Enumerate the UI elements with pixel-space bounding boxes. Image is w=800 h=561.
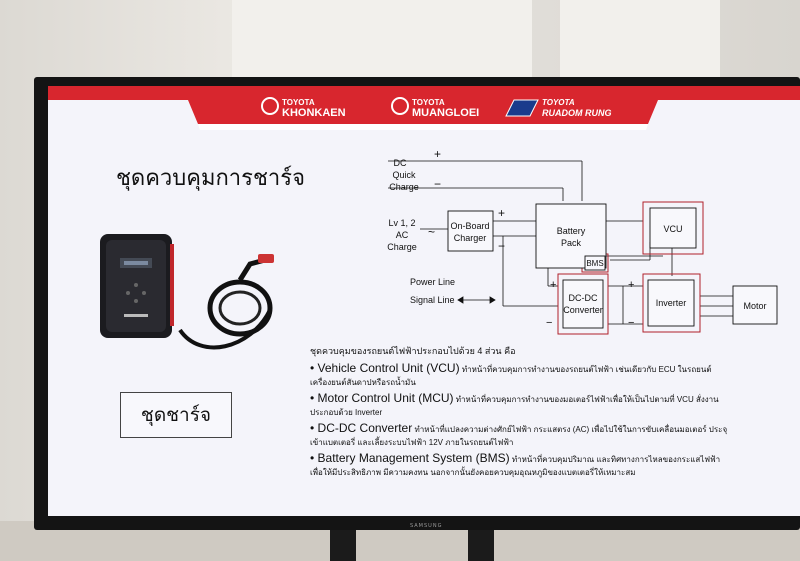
tv-brand: SAMSUNG bbox=[410, 523, 443, 529]
dc-quick-label: Charge bbox=[389, 182, 419, 192]
ac-charge-label: Lv 1, 2 bbox=[388, 218, 415, 228]
minus-sign: − bbox=[434, 177, 441, 191]
signal-line-label: Signal Line bbox=[410, 295, 455, 305]
plus-sign: + bbox=[434, 147, 441, 161]
minus-sign: − bbox=[628, 317, 634, 329]
ac-charge-label: AC bbox=[396, 230, 409, 240]
dc-quick-label: DC bbox=[394, 158, 407, 168]
dcdc-label: Converter bbox=[563, 305, 603, 315]
minus-sign: − bbox=[546, 317, 552, 329]
slide-title: ชุดควบคุมการชาร์จ bbox=[116, 166, 305, 191]
charger-caption-box: ชุดชาร์จ bbox=[120, 392, 232, 438]
battery-pack-label: Battery bbox=[557, 226, 586, 236]
description-block: ชุดควบคุมของรถยนต์ไฟฟ้าประกอบไปด้วย 4 ส่… bbox=[310, 344, 790, 481]
onboard-charger-label: Charger bbox=[454, 233, 487, 243]
header-banner bbox=[48, 86, 800, 130]
plus-sign: + bbox=[550, 279, 556, 291]
motor-label: Motor bbox=[743, 301, 766, 311]
onboard-charger-label: On-Board bbox=[450, 221, 489, 231]
ac-tilde: ~ bbox=[428, 225, 435, 239]
vcu-label: VCU bbox=[663, 224, 682, 234]
dcdc-label: DC-DC bbox=[569, 293, 598, 303]
wall-panel bbox=[232, 0, 532, 90]
description-item: • Motor Control Unit (MCU) ทำหน้าที่ควบค… bbox=[310, 391, 719, 417]
inverter-label: Inverter bbox=[656, 298, 687, 308]
dc-quick-label: Quick bbox=[392, 170, 416, 180]
power-line-label: Power Line bbox=[410, 277, 455, 287]
plus-sign: + bbox=[628, 279, 634, 291]
battery-pack-label: Pack bbox=[561, 238, 582, 248]
ac-charge-label: Charge bbox=[387, 242, 417, 252]
description-item: • DC-DC Converter ทำหน้าที่แปลงความต่างศ… bbox=[310, 421, 728, 447]
minus-sign: − bbox=[498, 239, 505, 253]
description-item: • Battery Management System (BMS) ทำหน้า… bbox=[310, 451, 721, 477]
wall-panel bbox=[560, 0, 720, 90]
description-intro: ชุดควบคุมของรถยนต์ไฟฟ้าประกอบไปด้วย 4 ส่… bbox=[310, 346, 516, 356]
ev-control-diagram: DC Quick Charge + − Lv 1, 2 AC Charge ~ … bbox=[387, 147, 778, 335]
bms-label: BMS bbox=[586, 259, 603, 268]
description-item: • Vehicle Control Unit (VCU) ทำหน้าที่คว… bbox=[310, 361, 712, 387]
ev-charger-illustration bbox=[100, 234, 274, 350]
plus-sign: + bbox=[498, 206, 505, 220]
